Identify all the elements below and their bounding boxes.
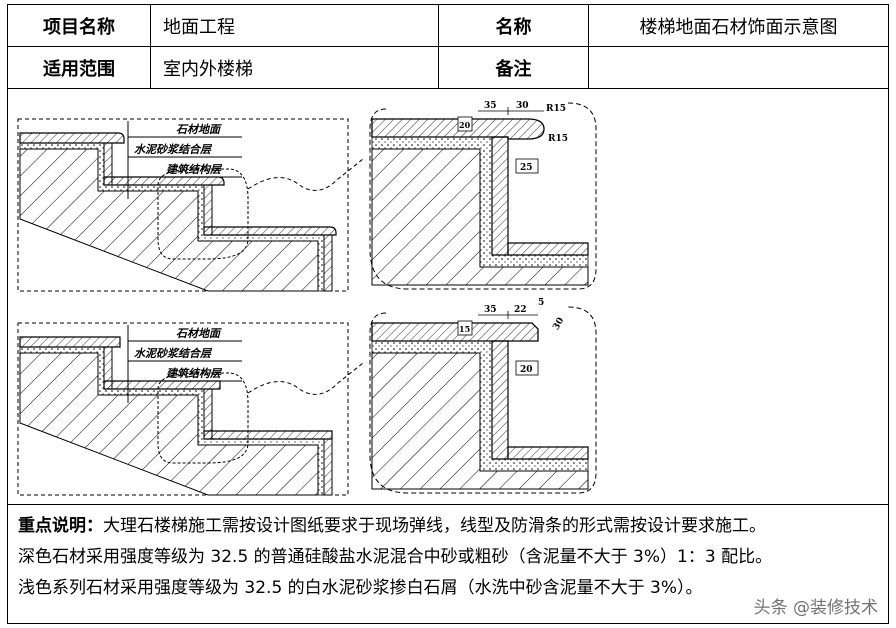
callout-mortar-layer: 水泥砂浆结合层 (134, 143, 213, 156)
stair-detail-drawing: 石材地面 水泥砂浆结合层 建筑结构层 (17, 101, 597, 496)
watermark: 头条 @装修技术 (753, 598, 878, 618)
notes-line-2: 深色石材采用强度等级为 32.5 的普通硅酸盐水泥混合中砂或粗砂（含泥量不大于 … (18, 547, 773, 567)
dim-30: 30 (516, 101, 529, 111)
dim-25: 25 (520, 163, 533, 173)
callout-structure-layer: 建筑结构层 (165, 163, 223, 176)
dim-15-left: 15 (459, 324, 470, 334)
remarks-value (588, 47, 888, 88)
notes-line-1: 重点说明：大理石楼梯施工需按设计图纸要求于现场弹线，线型及防滑条的形式需按设计要… (18, 516, 766, 536)
top-right-nosing-detail: 35 30 R15 R15 25 20 (369, 101, 597, 290)
dim-35: 35 (484, 101, 497, 111)
dim-r15-bottom: R15 (548, 134, 568, 144)
dim-30-angled: 30 (551, 316, 566, 332)
drawing-name-value: 楼梯地面石材饰面示意图 (588, 5, 888, 46)
dim-35-b: 35 (484, 305, 497, 315)
callout-structure-layer-2: 建筑结构层 (165, 367, 223, 380)
top-left-stair-section: 石材地面 水泥砂浆结合层 建筑结构层 (17, 118, 364, 292)
project-name-value: 地面工程 (150, 5, 438, 46)
scope-label: 适用范围 (43, 58, 115, 80)
dim-5: 5 (538, 298, 544, 308)
spec-sheet: 项目名称 地面工程 名称 楼梯地面石材饰面示意图 适用范围 室内外楼梯 备注 (7, 4, 889, 624)
dim-20-b: 20 (520, 365, 533, 375)
dim-20-left: 20 (459, 120, 471, 130)
remarks-label: 备注 (438, 47, 588, 88)
callout-mortar-layer-2: 水泥砂浆结合层 (134, 347, 213, 360)
dim-22: 22 (514, 305, 527, 315)
bottom-left-stair-section: 石材地面 水泥砂浆结合层 建筑结构层 (17, 322, 364, 496)
bottom-right-nosing-detail: 35 22 5 30 20 15 (369, 298, 597, 494)
drawing-name-label: 名称 (438, 5, 588, 46)
callout-stone-floor: 石材地面 (176, 123, 222, 136)
scope-value: 室内外楼梯 (150, 47, 438, 88)
dim-r15-top: R15 (546, 104, 566, 114)
notes-label: 重点说明： (18, 516, 103, 536)
key-notes: 重点说明：大理石楼梯施工需按设计图纸要求于现场弹线，线型及防滑条的形式需按设计要… (8, 505, 888, 623)
drawing-area: 石材地面 水泥砂浆结合层 建筑结构层 (8, 89, 888, 505)
callout-stone-floor-2: 石材地面 (176, 327, 222, 340)
notes-line-3: 浅色系列石材采用强度等级为 32.5 的白水泥砂浆掺白石屑（水洗中砂含泥量不大于… (18, 578, 703, 598)
project-name-label: 项目名称 (43, 16, 115, 38)
header-row-1: 项目名称 地面工程 名称 楼梯地面石材饰面示意图 (8, 5, 888, 47)
header-row-2: 适用范围 室内外楼梯 备注 (8, 47, 888, 89)
